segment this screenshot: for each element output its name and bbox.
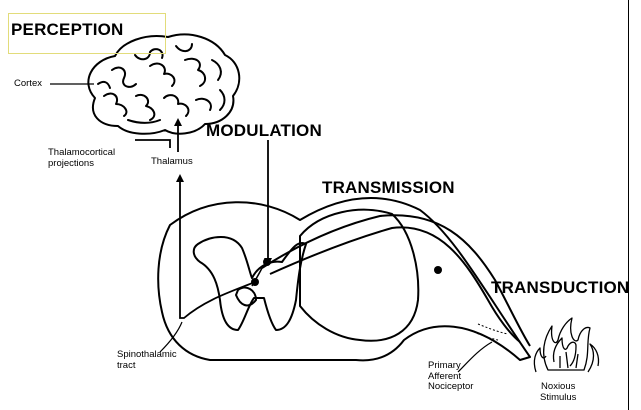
spinothalamic-leader — [160, 322, 182, 352]
thalamocortical-label-line2: projections — [48, 159, 115, 170]
primary-label-line1: Primary — [428, 361, 473, 372]
transmission-label: TRANSMISSION — [322, 179, 455, 196]
thalamocortical-bracket — [135, 140, 170, 148]
page-edge-rule — [628, 0, 629, 410]
spinal-cord-section — [158, 198, 530, 360]
primary-afferent-nociceptor-label: Primary Afferent Nociceptor — [428, 361, 473, 393]
transduction-label: TRANSDUCTION — [491, 279, 629, 296]
primary-label-line3: Nociceptor — [428, 382, 473, 393]
perception-label: PERCEPTION — [11, 21, 124, 38]
noxious-stimulus-label: Noxious Stimulus — [540, 382, 576, 403]
thalamocortical-label: Thalamocortical projections — [48, 148, 115, 169]
synapse-dot-ganglion — [434, 266, 442, 274]
modulation-label: MODULATION — [206, 122, 322, 139]
spinothalamic-label-line1: Spinothalamic — [117, 350, 177, 361]
synapse-dot-dorsal — [263, 258, 271, 266]
noxious-label-line1: Noxious — [540, 382, 576, 393]
dorsal-root-ganglion — [300, 210, 418, 341]
noxious-label-line2: Stimulus — [540, 393, 576, 404]
thalamocortical-label-line1: Thalamocortical — [48, 148, 115, 159]
thalamus-label: Thalamus — [151, 157, 193, 168]
spinothalamic-tract-line — [180, 178, 255, 318]
noxious-stimulus-flames — [534, 318, 598, 372]
spinothalamic-tract-label: Spinothalamic tract — [117, 350, 177, 371]
spinothalamic-label-line2: tract — [117, 361, 177, 372]
cortex-label: Cortex — [14, 79, 42, 90]
